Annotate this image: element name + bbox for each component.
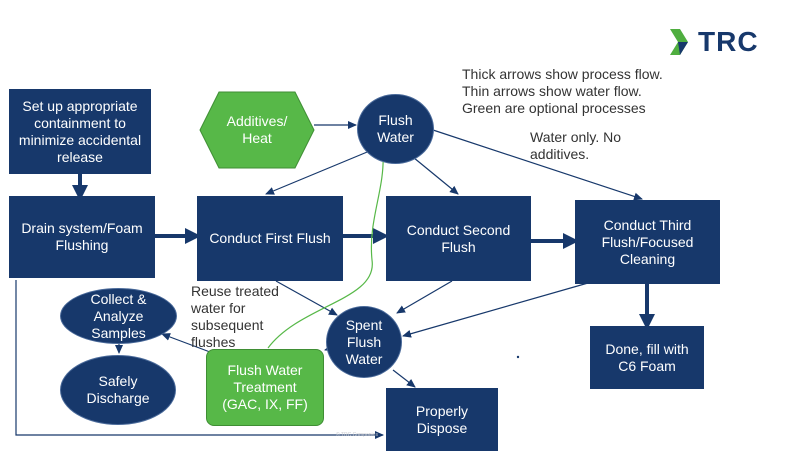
additives-line-2: Heat — [242, 130, 272, 146]
treatment-line-3: (GAC, IX, FF) — [222, 396, 308, 412]
spent-line-3: Water — [345, 350, 383, 367]
second-flush-line-1: Conduct Second — [406, 221, 511, 238]
trc-logo: TRC — [668, 26, 759, 58]
containment-line-2: containment to — [34, 114, 126, 131]
water-note-line-1: Water only. No — [530, 129, 622, 145]
third-flush-box: Conduct Third Flush/Focused Cleaning — [575, 200, 720, 284]
arrow-treatment-to-collect — [161, 333, 211, 353]
dispose-line-2: Dispose — [416, 419, 468, 436]
collect-line-3: Samples — [91, 324, 146, 341]
water-only-note: Water only. No additives. — [530, 129, 621, 163]
water-note-line-2: additives. — [530, 146, 590, 162]
done-box: Done, fill with C6 Foam — [590, 326, 704, 389]
spent-line-1: Spent — [345, 316, 383, 333]
spent-flush-water-node: Spent Flush Water — [326, 306, 402, 378]
drain-line-2: Flushing — [55, 237, 109, 253]
trc-logo-text: TRC — [698, 26, 759, 57]
arrow-spent-to-dispose — [392, 369, 416, 388]
containment-line-1: Set up appropriate — [22, 97, 138, 114]
arrow-third-to-spent — [402, 282, 589, 338]
trc-chevron-icon — [670, 29, 688, 55]
safely-discharge-node: Safely Discharge — [60, 355, 176, 425]
done-line-2: C6 Foam — [618, 357, 676, 374]
third-flush-line-1: Conduct Third — [603, 216, 692, 233]
arrow-flushwater-to-second — [407, 152, 459, 195]
additives-line-1: Additives/ — [226, 113, 288, 129]
watermark: © TRC Companies — [336, 432, 378, 438]
arrow-flushwater-to-third — [432, 129, 643, 201]
reuse-line-1: Reuse treated — [191, 283, 279, 299]
treatment-line-1: Flush Water — [227, 362, 303, 378]
arrow-treatment-to-flushwater-reuse — [267, 152, 388, 349]
flush-water-line-2: Water — [377, 129, 414, 145]
drain-box: Drain system/Foam Flushing — [9, 196, 155, 278]
treatment-line-2: Treatment — [233, 379, 297, 395]
arrow-flushwater-to-first — [265, 149, 373, 195]
first-flush-box: Conduct First Flush — [197, 196, 343, 281]
legend-line-3: Green are optional processes — [462, 100, 646, 116]
arrow-second-to-spent — [396, 280, 453, 314]
third-flush-line-2: Flush/Focused — [601, 233, 694, 250]
second-flush-box: Conduct Second Flush — [386, 196, 531, 281]
flush-water-node: Flush Water — [357, 94, 434, 164]
containment-line-4: release — [57, 148, 103, 165]
dispose-line-1: Properly — [415, 402, 469, 419]
collect-samples-node: Collect & Analyze Samples — [60, 288, 177, 344]
flush-water-line-1: Flush — [378, 112, 413, 128]
drain-line-1: Drain system/Foam — [21, 220, 143, 236]
second-flush-line-2: Flush — [441, 238, 476, 255]
discharge-line-2: Discharge — [86, 390, 150, 406]
dispose-box: Properly Dispose — [386, 388, 498, 451]
containment-box: Set up appropriate containment to minimi… — [9, 89, 151, 174]
collect-line-2: Analyze — [93, 307, 144, 324]
reuse-line-4: flushes — [191, 334, 236, 350]
reuse-note: Reuse treated water for subsequent flush… — [191, 283, 279, 351]
containment-line-3: minimize accidental — [18, 131, 142, 148]
arrow-drain-to-dispose — [15, 280, 384, 439]
first-flush-label: Conduct First Flush — [209, 230, 331, 246]
legend: Thick arrows show process flow. Thin arr… — [462, 66, 663, 117]
done-line-1: Done, fill with — [605, 340, 689, 357]
legend-line-1: Thick arrows show process flow. — [462, 66, 663, 82]
reuse-line-2: water for — [191, 300, 246, 316]
reuse-line-3: subsequent — [191, 317, 264, 333]
spent-line-2: Flush — [346, 333, 382, 350]
collect-line-1: Collect & — [90, 290, 147, 307]
arrow-first-to-spent — [275, 280, 338, 316]
discharge-line-1: Safely — [98, 373, 138, 389]
flush-water-treatment-box: Flush Water Treatment (GAC, IX, FF) — [206, 349, 324, 426]
additives-label: Additives/ Heat — [199, 91, 315, 169]
third-flush-line-3: Cleaning — [619, 250, 676, 267]
legend-line-2: Thin arrows show water flow. — [462, 83, 642, 99]
additives-hexagon — [199, 91, 315, 169]
stray-dot — [516, 355, 520, 359]
